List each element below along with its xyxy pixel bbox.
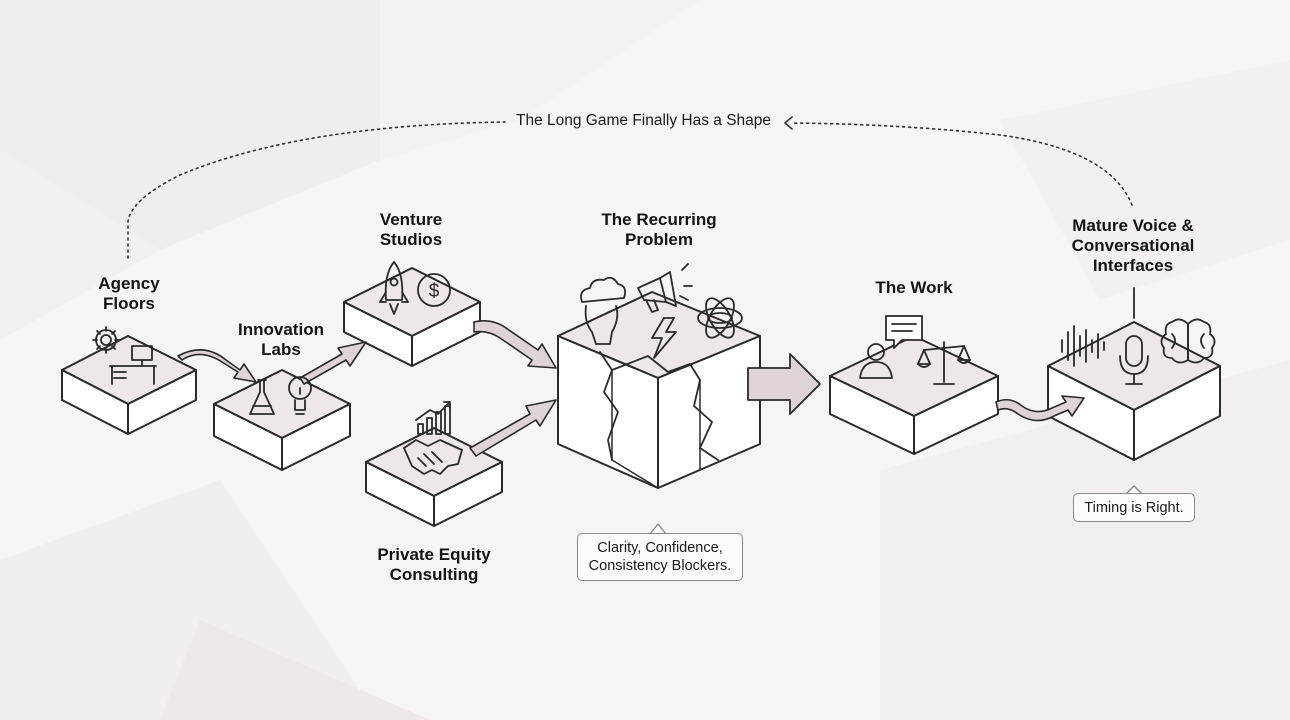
- handshake-icon: [403, 439, 463, 475]
- label-the-work: The Work: [875, 278, 953, 297]
- block-venture-studios: [343, 267, 481, 367]
- dollar-coin-icon: $: [417, 273, 451, 307]
- flask-icon: [249, 379, 275, 415]
- rocket-icon: [379, 261, 409, 315]
- label-venture-studios: Venture Studios: [379, 210, 443, 249]
- scales-icon: [917, 341, 971, 385]
- label-agency-floors: Agency Floors: [98, 274, 160, 313]
- microphone-icon: [1119, 335, 1149, 385]
- person-head-cloud-icon: [580, 276, 627, 345]
- block-agency-floors: [61, 335, 197, 435]
- arrow-pe-to-problem: [469, 399, 557, 457]
- brain-icon: [1160, 318, 1216, 364]
- block-mature-voice: [1047, 321, 1221, 461]
- arrow-labs-to-venture: [299, 341, 367, 385]
- arrow-venture-to-problem: [473, 320, 557, 369]
- callout-pointer-timing: [1125, 485, 1143, 495]
- callout-timing: Timing is Right.: [1073, 493, 1195, 522]
- block-the-work: [829, 335, 999, 455]
- chat-bubble-icon: [885, 315, 923, 349]
- bar-chart-icon: [415, 401, 451, 435]
- label-innovation-labs: Innovation Labs: [238, 320, 324, 359]
- callout-pointer-blockers: [649, 523, 667, 535]
- callout-blockers: Clarity, Confidence, Consistency Blocker…: [577, 533, 743, 581]
- arrow-problem-to-work: [747, 353, 821, 415]
- arrow-work-to-voice: [995, 395, 1085, 422]
- megaphone-icon: [637, 263, 693, 313]
- block-innovation-labs: [213, 369, 351, 471]
- knot-icon: [697, 297, 743, 339]
- gear-icon: [92, 326, 120, 354]
- loop-arrowhead: [784, 116, 793, 130]
- top-caption: The Long Game Finally Has a Shape: [516, 112, 772, 129]
- person-icon: [859, 343, 893, 379]
- arrow-agency-to-labs: [177, 349, 257, 383]
- lightbulb-icon: [288, 376, 312, 415]
- sound-wave-icon: [1061, 325, 1105, 367]
- desk-icon: [109, 365, 157, 385]
- lightning-icon: [651, 317, 677, 359]
- svg-text:$: $: [429, 281, 440, 302]
- label-mature-voice: Mature Voice & Conversational Interfaces: [1071, 216, 1195, 275]
- label-recurring-problem: The Recurring Problem: [601, 210, 717, 249]
- monitor-icon: [131, 345, 153, 367]
- dotted-loop-right: [791, 122, 1133, 206]
- dotted-loop-left: [127, 121, 506, 259]
- block-private-equity: [365, 427, 503, 527]
- label-private-equity: Private Equity Consulting: [377, 545, 491, 584]
